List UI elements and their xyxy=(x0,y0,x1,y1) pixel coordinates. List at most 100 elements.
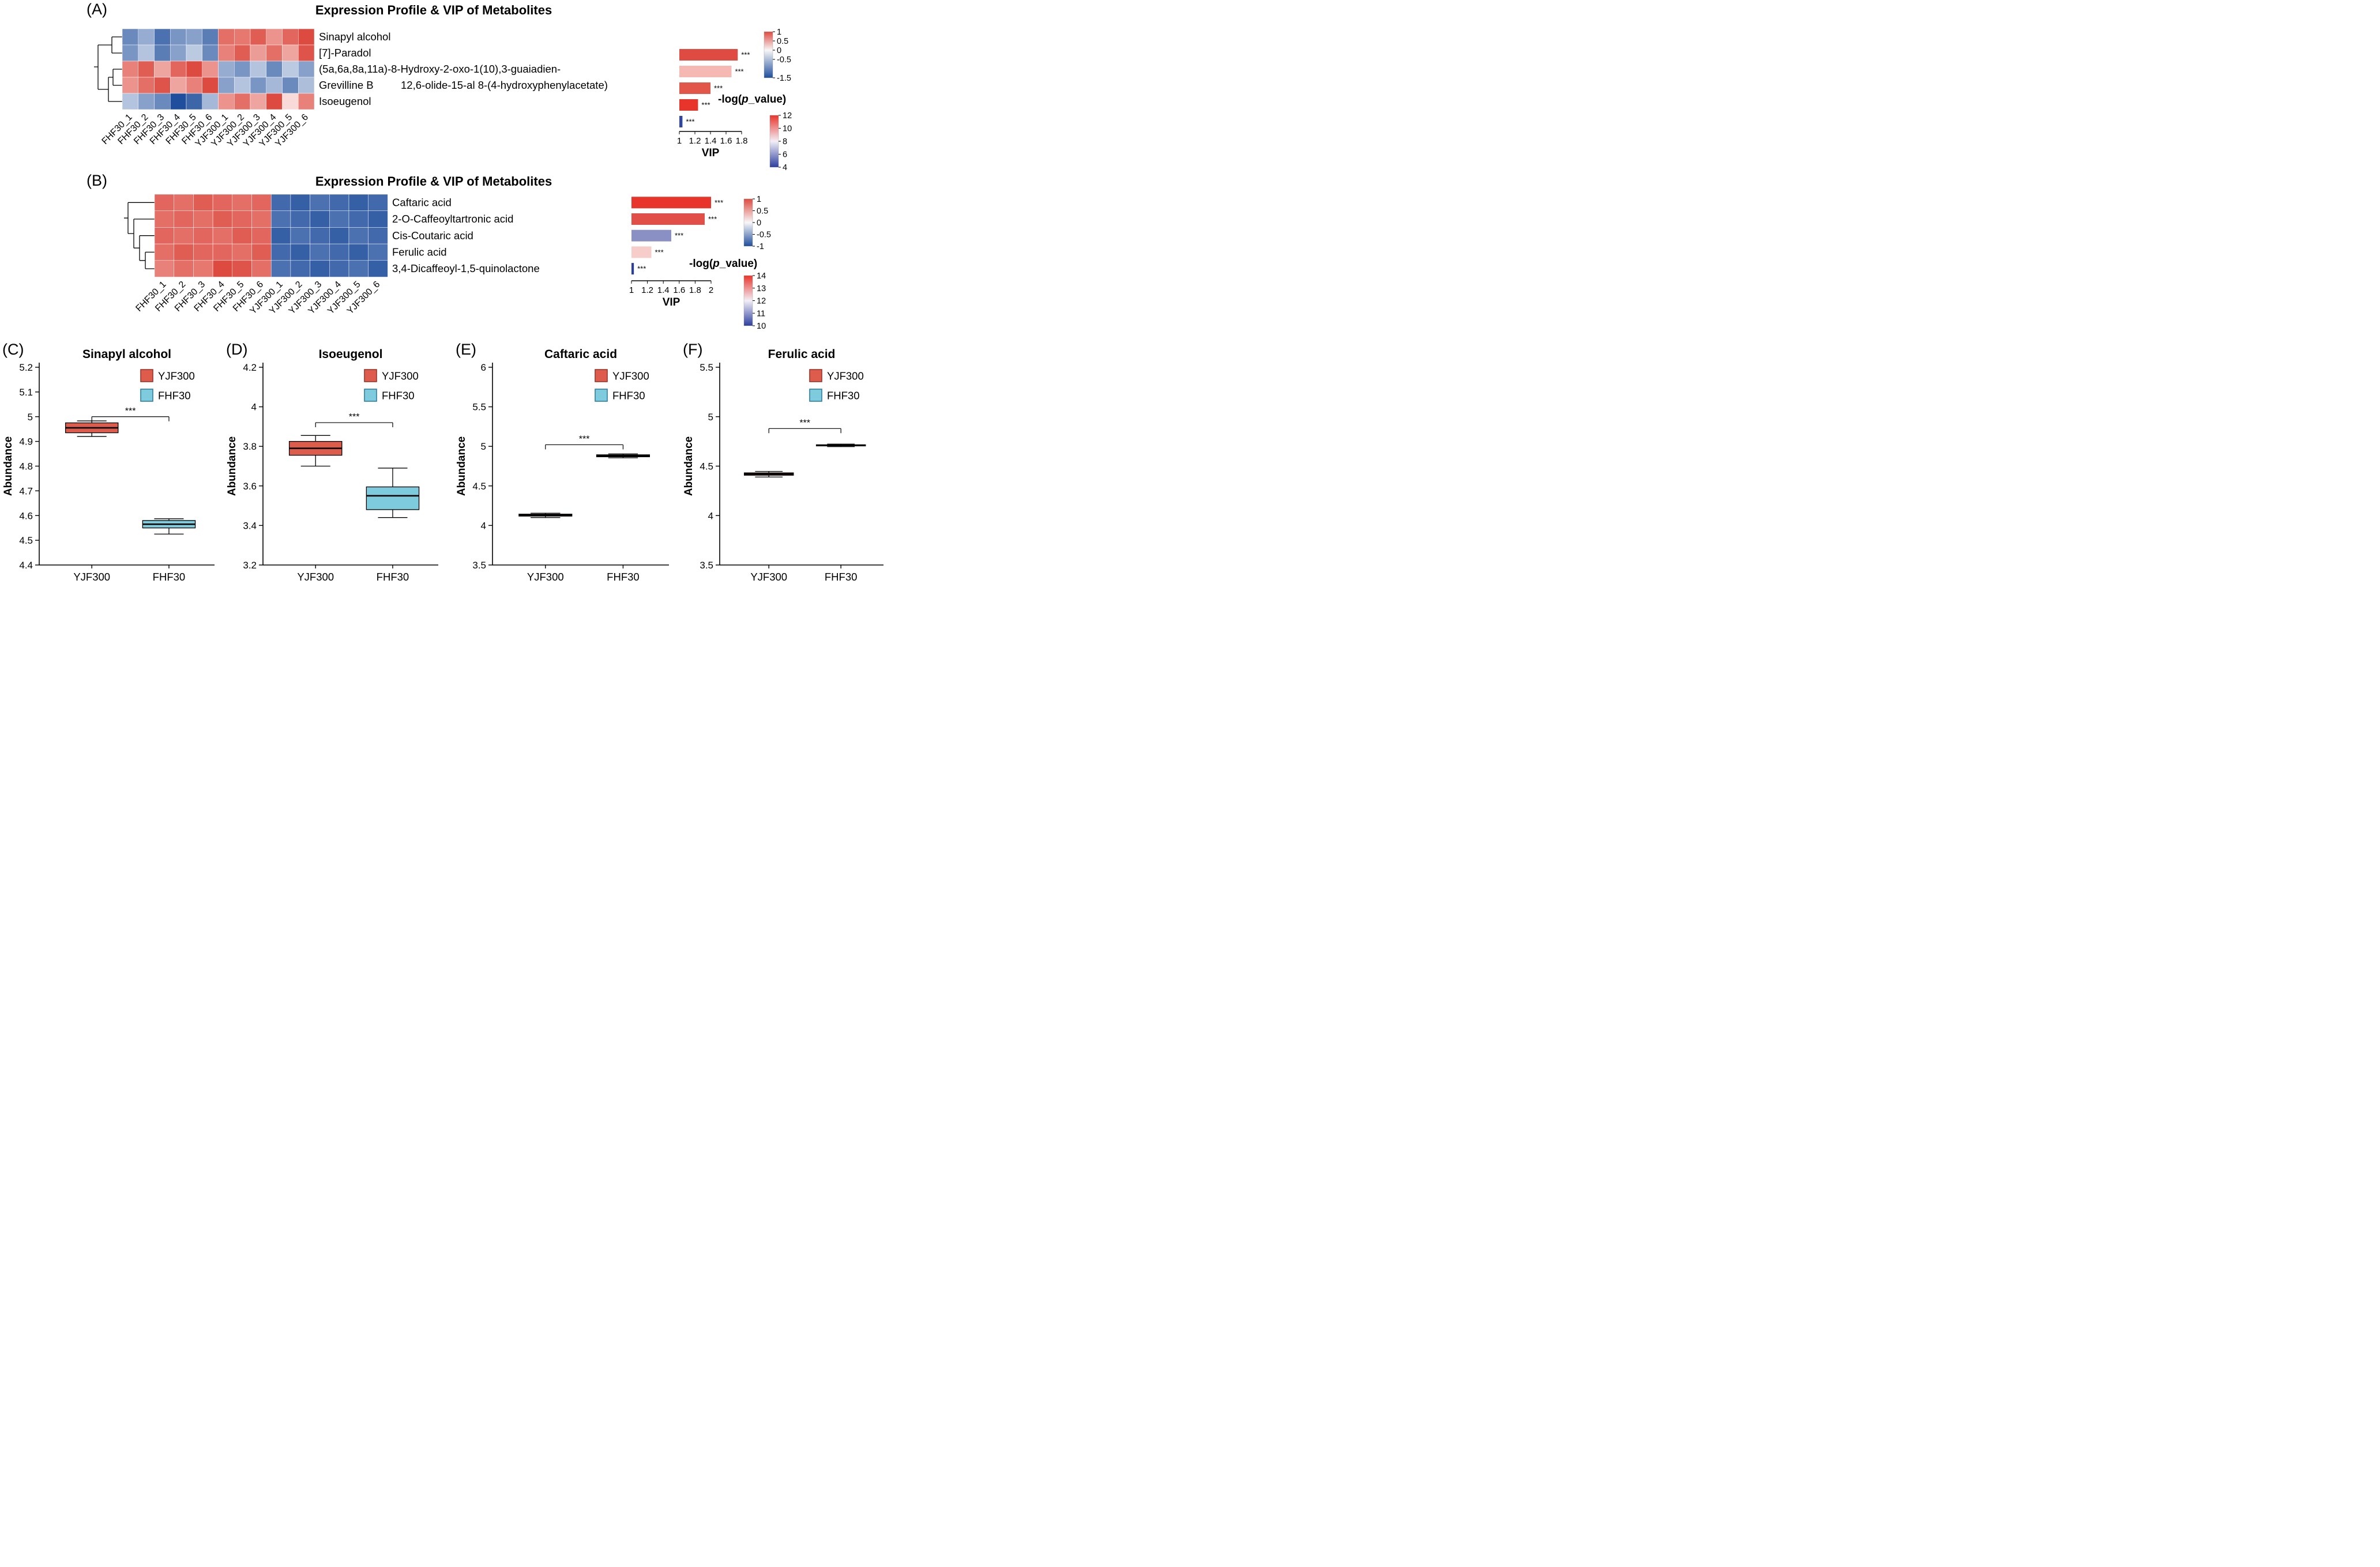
heatmap-cell xyxy=(251,243,272,261)
expression-colorbar-tick-label: -0.5 xyxy=(777,55,791,65)
panel-b-label: (B) xyxy=(87,172,107,189)
x-category-label: FHF30 xyxy=(153,571,186,583)
y-tick-label: 5 xyxy=(708,412,713,423)
significance-stars: *** xyxy=(799,418,810,428)
heatmap-cell xyxy=(186,77,202,94)
heatmap-cell xyxy=(138,77,155,94)
significance-stars: *** xyxy=(686,118,694,126)
heatmap-cell xyxy=(368,194,388,211)
expression-colorbar-tick-label: 1 xyxy=(777,28,781,37)
heatmap-cell xyxy=(154,77,171,94)
y-tick-label: 5.2 xyxy=(19,362,33,373)
heatmap-cell xyxy=(154,227,174,244)
y-tick-label: 5.5 xyxy=(472,402,486,413)
boxplot-group: (E)Caftaric acid3.544.555.56AbundanceYJF… xyxy=(456,341,669,583)
panel-label: (E) xyxy=(456,341,476,358)
expression-colorbar-tick-label: -0.5 xyxy=(757,231,771,240)
heatmap-cell xyxy=(212,194,233,211)
pvalue-legend-title-part: -log( xyxy=(689,258,713,270)
heatmap-cell xyxy=(170,61,187,78)
heatmap-cell xyxy=(174,243,194,261)
heatmap-cell xyxy=(232,227,252,244)
heatmap-cell xyxy=(266,61,283,78)
heatmap-cell xyxy=(154,93,171,110)
vip-bar xyxy=(679,116,683,127)
row-label: Cis-Coutaric acid xyxy=(392,229,473,242)
heatmap-cell xyxy=(251,227,272,244)
legend-label: YJF300 xyxy=(382,370,419,382)
heatmap-cell xyxy=(348,194,369,211)
pvalue-colorbar-tick-label: 4 xyxy=(783,163,787,172)
y-tick-label: 4.4 xyxy=(19,560,33,571)
heatmap-cell xyxy=(368,227,388,244)
y-tick-label: 3.5 xyxy=(472,560,486,571)
heatmap-cell xyxy=(348,243,369,261)
heatmap-cell xyxy=(186,61,202,78)
heatmap-cell xyxy=(154,44,171,62)
vip-bar xyxy=(679,49,738,61)
heatmap-cell xyxy=(138,61,155,78)
x-category-label: FHF30 xyxy=(825,571,858,583)
heatmap-cell xyxy=(310,194,330,211)
panel-a-chart: Sinapyl alcohol[7]-Paradol(5a,6a,8a,11a)… xyxy=(94,28,792,172)
heatmap-cell xyxy=(218,44,235,62)
vip-tick-label: 1.4 xyxy=(705,136,717,146)
heatmap-cell xyxy=(368,210,388,228)
y-tick-label: 4 xyxy=(708,510,713,521)
y-tick-label: 4.5 xyxy=(19,535,33,546)
vip-tick-label: 1.4 xyxy=(657,285,670,295)
heatmap-cell xyxy=(234,61,251,78)
pvalue-legend-title: -log(p_value) xyxy=(718,93,786,106)
heatmap-cell xyxy=(329,227,349,244)
x-category-label: YJF300 xyxy=(73,571,110,583)
heatmap-cell xyxy=(122,77,138,94)
y-tick-label: 4.9 xyxy=(19,436,33,447)
vip-tick-label: 1.2 xyxy=(689,136,701,146)
significance-stars: *** xyxy=(708,215,717,224)
pvalue-colorbar-tick-label: 6 xyxy=(783,150,787,160)
vip-bar xyxy=(631,246,652,258)
y-tick-label: 5.1 xyxy=(19,387,33,398)
boxplot-group: (C)Sinapyl alcohol4.44.54.64.74.84.955.1… xyxy=(2,341,215,583)
heatmap-cell xyxy=(270,227,291,244)
boxplot-isoeugenol: (D)Isoeugenol3.23.43.63.844.2AbundanceYJ… xyxy=(226,341,438,583)
y-tick-label: 4 xyxy=(481,520,486,531)
pvalue-colorbar-tick-label: 11 xyxy=(757,309,765,318)
heatmap-cell xyxy=(368,243,388,261)
legend-label: FHF30 xyxy=(382,390,415,402)
vip-bar xyxy=(631,197,711,209)
heatmap-cell xyxy=(329,243,349,261)
heatmap-cell xyxy=(212,210,233,228)
legend-swatch xyxy=(364,389,377,402)
y-tick-label: 4.7 xyxy=(19,485,33,496)
row-label: Caftaric acid xyxy=(392,196,452,208)
vip-tick-label: 1.8 xyxy=(736,136,748,146)
expression-colorbar-tick-label: 1 xyxy=(757,195,761,204)
heatmap-cell xyxy=(282,93,299,110)
legend-label: FHF30 xyxy=(827,390,860,402)
legend-swatch xyxy=(364,369,377,382)
panel-label: (F) xyxy=(683,341,702,358)
heatmap-cell xyxy=(122,28,138,46)
heatmap-cell xyxy=(348,210,369,228)
significance-stars: *** xyxy=(701,101,710,110)
y-axis-title: Abundance xyxy=(2,436,14,496)
expression-colorbar xyxy=(743,198,753,247)
heatmap-cell xyxy=(174,210,194,228)
vip-bar xyxy=(631,263,634,275)
pvalue-legend-title-italic: p xyxy=(712,258,720,270)
heatmap-cell xyxy=(234,93,251,110)
heatmap-cell xyxy=(186,93,202,110)
heatmap-cell xyxy=(266,77,283,94)
panel-a-label: (A) xyxy=(87,1,107,18)
heatmap-cell xyxy=(298,93,315,110)
pvalue-legend-title-part: -log( xyxy=(718,93,742,106)
heatmap-cell xyxy=(193,227,213,244)
vip-bar xyxy=(679,66,732,77)
heatmap-cell xyxy=(310,210,330,228)
chart-title: Isoeugenol xyxy=(319,348,383,361)
x-category-label: FHF30 xyxy=(377,571,409,583)
pvalue-colorbar xyxy=(769,115,779,168)
heatmap-cell xyxy=(193,243,213,261)
